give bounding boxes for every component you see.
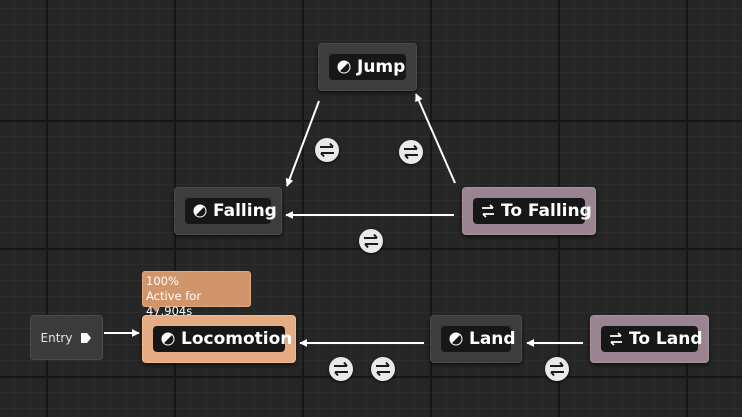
conduit-node-to-land[interactable]: To Land: [590, 315, 709, 363]
transition-rule-icon[interactable]: [315, 138, 339, 162]
conduit-icon: [609, 332, 623, 346]
transition-rule-icon[interactable]: [371, 357, 395, 381]
conduit-label-to-falling: To Falling: [501, 201, 592, 221]
conduit-label-to-land: To Land: [629, 329, 703, 349]
state-node-locomotion[interactable]: Locomotion: [142, 315, 296, 363]
state-label-falling: Falling: [213, 201, 277, 221]
state-icon: [193, 204, 207, 218]
wire-tofalling-jump[interactable]: [415, 93, 456, 184]
conduit-node-to-falling[interactable]: To Falling: [462, 187, 596, 235]
state-icon: [449, 332, 463, 346]
transition-rule-icon[interactable]: [359, 229, 383, 253]
conduit-icon: [481, 204, 495, 218]
active-percent: 100%: [146, 274, 179, 288]
transition-rule-icon[interactable]: [545, 357, 569, 381]
state-icon: [161, 332, 175, 346]
state-node-falling[interactable]: Falling: [174, 187, 282, 235]
state-label-land: Land: [469, 329, 516, 349]
entry-pin-icon[interactable]: [80, 332, 92, 344]
wire-jump-falling[interactable]: [285, 100, 320, 187]
state-label-locomotion: Locomotion: [181, 329, 293, 349]
entry-node[interactable]: Entry: [30, 315, 103, 360]
state-node-jump[interactable]: Jump: [318, 43, 417, 91]
state-label-jump: Jump: [357, 57, 406, 77]
transition-rule-icon[interactable]: [329, 357, 353, 381]
state-icon: [337, 60, 351, 74]
active-state-tooltip: 100% Active for 47.904s: [142, 271, 251, 318]
entry-label: Entry: [40, 330, 73, 345]
state-node-land[interactable]: Land: [430, 315, 522, 363]
transition-rule-icon[interactable]: [399, 140, 423, 164]
